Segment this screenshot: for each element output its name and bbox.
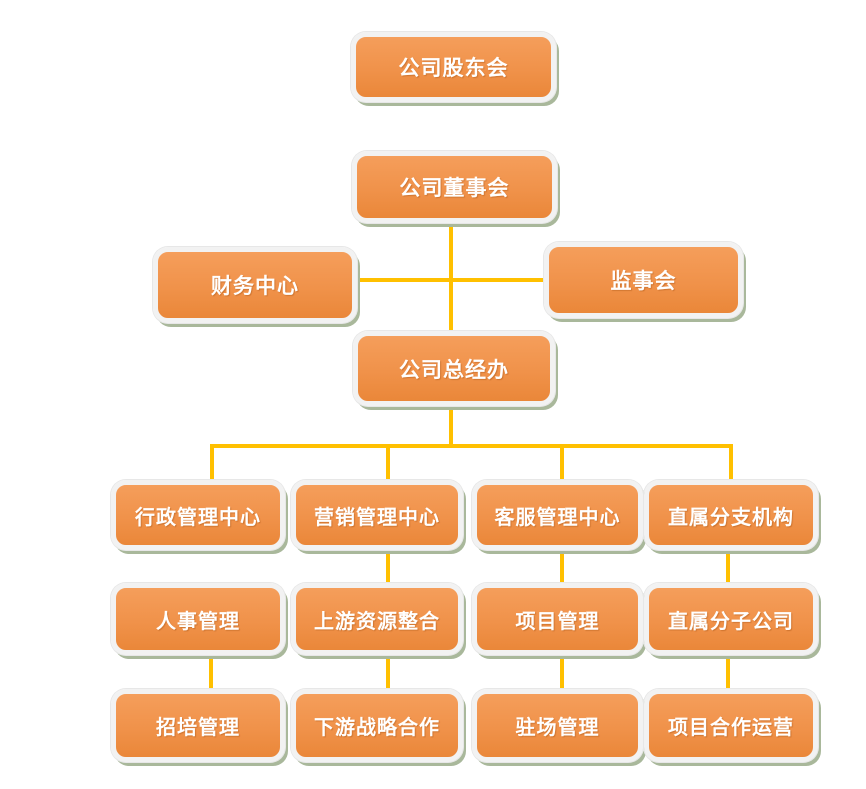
connector-upstream-downstream [386, 650, 390, 692]
node-project-ops: 项目合作运营 [644, 689, 818, 762]
connector-bus-marketing [386, 444, 390, 484]
node-supervisors: 监事会 [544, 242, 743, 318]
node-finance: 财务中心 [153, 247, 357, 323]
node-downstream: 下游战略合作 [291, 689, 463, 762]
node-onsite: 驻场管理 [472, 689, 643, 762]
connector-hr-recruit [209, 650, 213, 692]
connector-bus-service [560, 444, 564, 484]
connector-subsidiaries-projectops [726, 650, 730, 692]
node-hr: 人事管理 [111, 583, 285, 655]
connector-bus-admin [210, 444, 214, 484]
connector-gm-bus [449, 404, 453, 448]
node-gm-office: 公司总经办 [353, 331, 555, 406]
node-branches: 直属分支机构 [644, 480, 818, 550]
node-recruit-training: 招培管理 [111, 689, 285, 762]
node-project-mgmt: 项目管理 [472, 583, 643, 655]
connector-service-projectmgmt [560, 548, 564, 586]
connector-bus [210, 444, 733, 448]
node-shareholders: 公司股东会 [351, 32, 556, 102]
connector-projectmgmt-onsite [560, 650, 564, 692]
node-service-center: 客服管理中心 [472, 480, 643, 550]
node-upstream: 上游资源整合 [291, 583, 463, 655]
connector-bus-branches [729, 444, 733, 484]
node-marketing-center: 营销管理中心 [291, 480, 463, 550]
connector-board-gm [449, 221, 453, 333]
node-board: 公司董事会 [352, 151, 557, 223]
connector-finance-supervisors [350, 278, 548, 282]
connector-branches-subsidiaries [726, 548, 730, 586]
node-subsidiaries: 直属分子公司 [644, 583, 818, 655]
node-admin-center: 行政管理中心 [111, 480, 285, 550]
connector-marketing-upstream [386, 548, 390, 586]
